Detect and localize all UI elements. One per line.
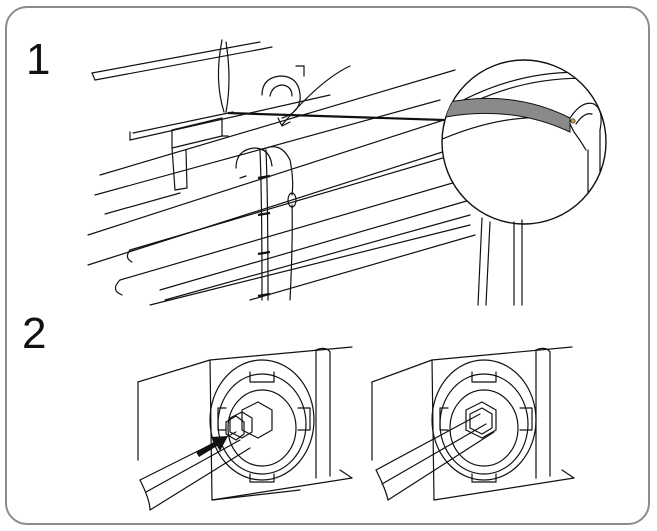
tilt-wand (477, 217, 523, 306)
step-2-left-illustration (137, 346, 353, 511)
step-1-number: 1 (26, 35, 51, 84)
cord-tassel (287, 192, 297, 208)
headrail (91, 41, 331, 141)
cords (217, 39, 351, 301)
step-2-number: 2 (22, 309, 47, 358)
rail-bracket (171, 117, 229, 191)
magnifier-pointer (227, 111, 445, 122)
insert-arrow (196, 436, 228, 457)
step-1-illustration (87, 39, 607, 306)
ladder-rungs (257, 174, 271, 298)
blind-slats (87, 69, 481, 306)
tilt-mechanism (235, 65, 305, 179)
magnifier-detail (441, 59, 607, 225)
step-2-right-illustration (371, 346, 575, 501)
